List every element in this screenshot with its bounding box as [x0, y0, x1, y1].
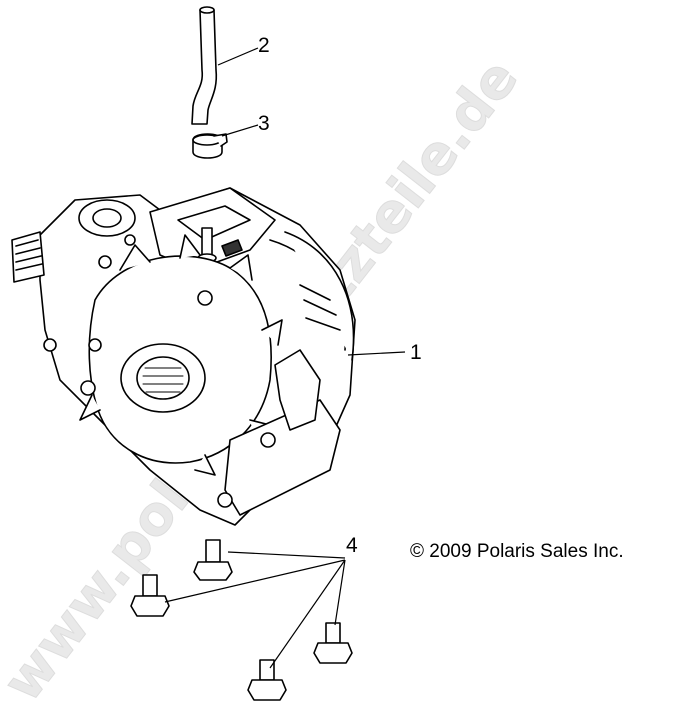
bolt-2	[130, 574, 170, 617]
callout-4: 4	[346, 534, 358, 557]
copyright-text: 2009 Polaris Sales Inc.	[429, 541, 624, 562]
callout-3: 3	[258, 112, 270, 135]
bolt-4	[247, 659, 287, 701]
gearcase-assembly	[11, 187, 356, 526]
callout-2: 2	[258, 34, 270, 57]
bolt-3	[313, 622, 353, 664]
copyright-notice: © 2009 Polaris Sales Inc.	[410, 541, 624, 563]
callout-1: 1	[410, 341, 422, 364]
hose-clamp	[192, 133, 228, 159]
copyright-symbol: ©	[410, 541, 424, 562]
leader-lines	[164, 47, 406, 669]
breather-hose	[191, 6, 218, 125]
bolt-1	[193, 539, 233, 581]
